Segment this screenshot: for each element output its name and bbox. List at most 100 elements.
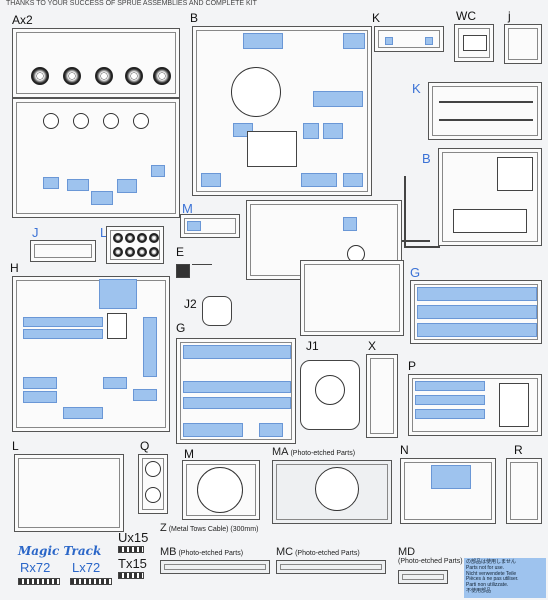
count-rx: Rx72 <box>20 560 51 575</box>
sprue-label-l-blue: L <box>100 225 108 240</box>
track-link-t <box>118 572 144 579</box>
notice-line: Nicht verwendete Teile <box>466 570 517 577</box>
highlight-part <box>417 287 537 301</box>
highlight-part <box>183 423 243 437</box>
highlight-part <box>91 191 113 205</box>
e-part <box>176 264 190 278</box>
sprue-wc <box>454 24 494 62</box>
caption-ma-text: (Photo-etched Parts) <box>290 450 356 457</box>
highlight-part <box>183 345 291 359</box>
sprue-label-wc: WC <box>456 9 476 23</box>
sprue-label-p: P <box>408 359 417 373</box>
p-part <box>499 383 529 427</box>
sprue-x <box>366 354 398 438</box>
sprue-label-m: M <box>184 447 194 461</box>
highlight-part <box>259 423 283 437</box>
caption-md-text: (Photo-etched Parts) <box>398 558 463 565</box>
idler-wheel <box>137 247 147 257</box>
photo-etch-md <box>398 570 448 584</box>
highlight-part <box>243 33 283 49</box>
sprue-arm <box>192 264 212 265</box>
highlight-part <box>23 317 103 327</box>
sprue-g-blue <box>410 280 542 344</box>
sprue-label-j-blue: J <box>32 225 39 240</box>
sprue-m <box>182 460 260 520</box>
highlight-part <box>385 37 393 45</box>
sprue-b <box>192 26 372 196</box>
highlight-part <box>143 317 157 377</box>
sprue-arm <box>404 176 406 246</box>
sprue-label-j1: J1 <box>306 339 319 353</box>
sprue-label-l: L <box>12 439 19 453</box>
track-link-u <box>118 546 144 553</box>
turret-ring <box>315 375 345 405</box>
road-wheel <box>63 67 81 85</box>
track-link-r <box>18 578 60 585</box>
sprue-label-j2: J2 <box>184 297 197 311</box>
highlight-part <box>301 173 337 187</box>
caption-ma: MA (Photo-etched Parts) <box>272 446 355 458</box>
highlight-part <box>343 217 357 231</box>
sprue-rails <box>300 260 404 336</box>
sprue-b-secondary <box>438 148 542 246</box>
idler-wheel <box>149 247 159 257</box>
count-tx: Tx15 <box>118 556 147 571</box>
sprue-n <box>400 458 496 524</box>
sprue-l-wheels <box>106 226 164 264</box>
hull-plate <box>247 131 297 167</box>
highlight-part <box>415 381 485 391</box>
highlight-part <box>183 397 291 409</box>
sprue-arm <box>404 246 440 248</box>
highlight-part <box>417 323 537 337</box>
sprue-ax2-bottom <box>12 98 180 218</box>
highlight-part <box>343 173 363 187</box>
sprue-label-ma: MA <box>272 446 289 458</box>
turret-hatch <box>231 67 281 117</box>
road-wheel <box>125 67 143 85</box>
caption-mb: MB (Photo-etched Parts) <box>160 546 243 558</box>
sprue-label-b: B <box>190 11 199 25</box>
sprue-j-small <box>504 24 542 64</box>
sprue-q <box>138 454 168 514</box>
count-lx: Lx72 <box>72 560 101 575</box>
sprue-label-j-small: j <box>508 9 511 23</box>
sprue-label-b-blue: B <box>422 151 431 166</box>
highlight-part <box>201 173 221 187</box>
round-part <box>103 113 119 129</box>
highlight-part <box>67 179 89 191</box>
highlight-part <box>99 279 137 309</box>
idler-wheel <box>113 247 123 257</box>
round-part <box>73 113 89 129</box>
hull-box <box>497 157 533 191</box>
sprue-label-k-blue: K <box>412 81 421 96</box>
caption-z-text: (Metal Tows Cable) (300mm) <box>168 526 259 533</box>
idler-wheel <box>137 233 147 243</box>
road-wheel <box>31 67 49 85</box>
sprue-j <box>30 240 96 262</box>
notice-line: 不使用部品 <box>466 587 492 594</box>
sprue-label-h: H <box>10 261 19 275</box>
highlight-part <box>133 389 157 401</box>
sprue-label-m-blue: M <box>182 201 193 216</box>
sprue-label-ax2: Ax2 <box>12 13 33 27</box>
sprue-label-x: X <box>368 339 377 353</box>
sprue-label-g: G <box>176 321 186 335</box>
highlight-part <box>23 329 103 339</box>
j2-part <box>202 296 232 326</box>
highlight-part <box>431 465 471 489</box>
highlight-part <box>43 177 59 189</box>
magic-track-logo: Magic Track <box>18 544 102 558</box>
sprue-k <box>374 26 444 52</box>
sprue-label-g-blue: G <box>410 265 421 280</box>
idler-wheel <box>149 233 159 243</box>
highlight-part <box>417 305 537 319</box>
rail-part <box>439 119 533 121</box>
idler-wheel <box>113 233 123 243</box>
road-wheel <box>153 67 171 85</box>
notice-line: Parti non utilizzate. <box>466 582 509 588</box>
round-part <box>43 113 59 129</box>
count-ux: Ux15 <box>118 530 149 545</box>
wc-part <box>463 35 487 51</box>
highlight-part <box>151 165 165 177</box>
